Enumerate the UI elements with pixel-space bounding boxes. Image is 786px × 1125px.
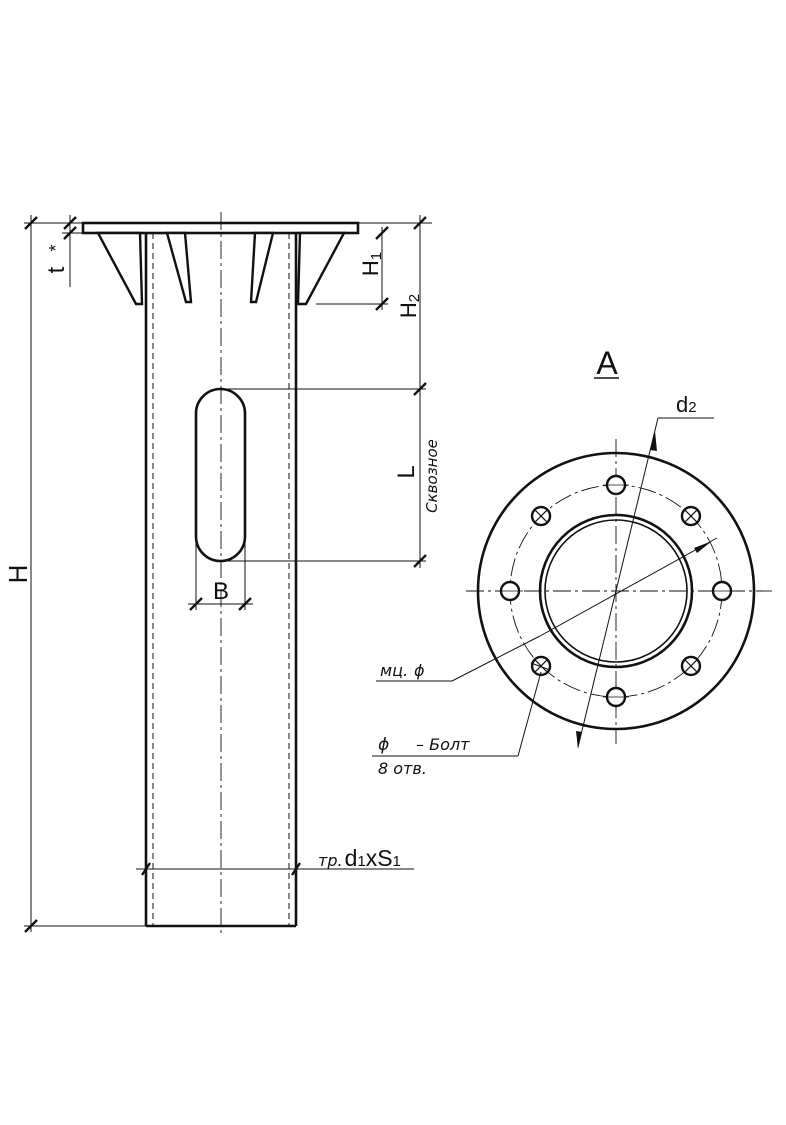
dim-t-label: t (43, 266, 70, 273)
dim-bolt-leader (517, 671, 542, 757)
dim-H1-label: H1 (358, 252, 385, 276)
bolt-hole (680, 655, 702, 677)
dim-bolt-label: – Болт (416, 735, 470, 754)
dimensions-side: H t * H1 H2 L Сквозное B тр.d1xS1 (3, 215, 441, 933)
dim-H1-tick-bottom (375, 297, 389, 311)
dim-L-note: Сквозное (423, 439, 441, 513)
side-view (81, 212, 414, 935)
dim-pcd-leader (451, 635, 541, 682)
dim-holes-label: 8 отв. (378, 759, 427, 778)
rib-inner-left (165, 231, 193, 304)
dim-B-tick-left (189, 597, 203, 611)
dim-t-tick-bottom (63, 226, 77, 240)
dim-t-star: * (46, 244, 66, 251)
dim-bolt-phi: ϕ (378, 735, 389, 755)
dim-d2-label: d2 (676, 392, 697, 417)
bolt-hole (680, 505, 702, 527)
flange-plate (81, 221, 360, 235)
through-slot (194, 387, 247, 563)
dim-d2-arrow-bottom (576, 731, 582, 749)
pipe-section-tick-right (291, 862, 301, 876)
pipe-outer-circle (538, 513, 694, 669)
bolt-hole (603, 474, 629, 496)
pipe-spec-label: тр.d1xS1 (318, 845, 401, 871)
bolt-hole (497, 580, 523, 602)
bolt-hole (603, 686, 629, 708)
pipe-section-tick-left (141, 862, 151, 876)
dim-pcd-line (539, 537, 718, 637)
dim-t-tick-top (63, 216, 77, 230)
rib-outer-right (296, 231, 347, 306)
dim-pcd-arrow (694, 541, 712, 553)
dim-H2-label: H2 (396, 294, 423, 318)
rib-outer-left (95, 231, 144, 306)
dim-B-tick-right (238, 597, 252, 611)
dim-H1-tick-top (375, 226, 389, 240)
rib-inner-right (249, 231, 275, 304)
flange-outer-circle (476, 451, 756, 731)
dim-d2-line (577, 417, 659, 748)
bolt-hole (709, 580, 735, 602)
bolt-hole (530, 655, 552, 677)
dim-d2-arrow-top (650, 431, 657, 451)
dim-H-label: H (3, 565, 33, 584)
dim-L-tick-bottom (413, 554, 427, 568)
dim-pcd-label: мц.ϕ (380, 661, 425, 680)
dim-bolt-line (530, 662, 551, 671)
bolt-holes (497, 474, 735, 708)
dim-B-label: B (213, 578, 229, 605)
view-a-label: А (596, 345, 618, 381)
dim-H-tick-top (24, 216, 38, 230)
dim-H-tick-bottom (24, 919, 38, 933)
pipe-inner-circle (544, 519, 688, 663)
dim-L-label: L (393, 465, 420, 478)
bolt-hole (530, 505, 552, 527)
dim-H2-tick-top (413, 216, 427, 230)
view-a: А d2 мц.ϕ ϕ – Болт 8 отв. (372, 345, 772, 778)
